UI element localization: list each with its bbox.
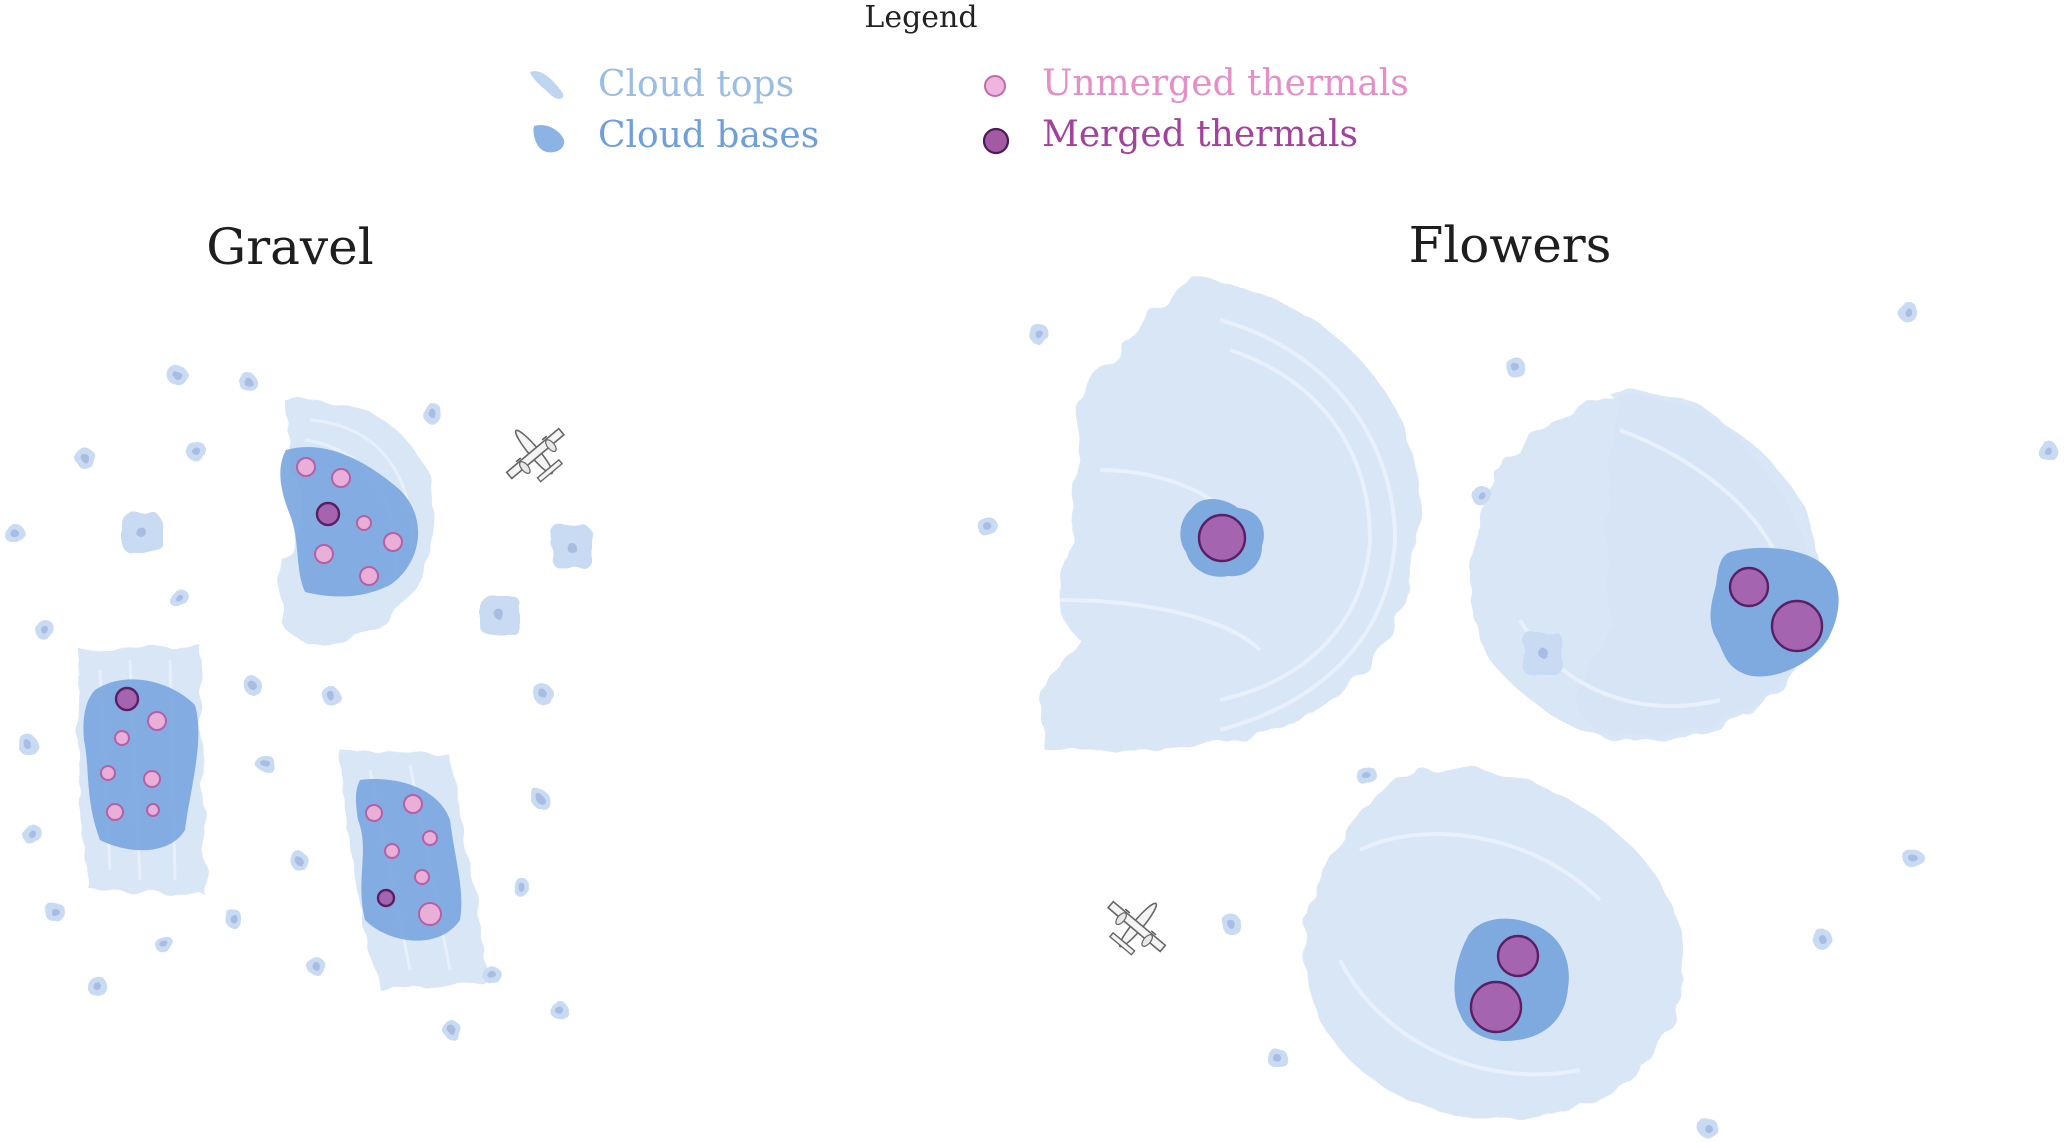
small-cloud (122, 513, 162, 553)
unmerged-thermal (414, 869, 430, 885)
gravel-small-clouds (4, 366, 592, 1040)
unmerged-thermal (147, 711, 167, 731)
gravel-panel (4, 366, 592, 1040)
small-cloud (1813, 930, 1833, 950)
unmerged-thermal (422, 830, 438, 846)
small-cloud (1356, 765, 1376, 785)
unmerged-thermal (331, 468, 351, 488)
unmerged-thermal (383, 532, 403, 552)
small-cloud (4, 523, 24, 543)
small-cloud (1697, 1117, 1717, 1137)
small-cloud (21, 823, 41, 843)
gravel-merged-thermals (114, 501, 396, 908)
small-cloud (1523, 632, 1563, 676)
unmerged-thermal (418, 902, 442, 926)
cloud-base (83, 679, 199, 851)
small-cloud (244, 677, 262, 695)
unmerged-thermal (314, 544, 334, 564)
small-cloud (531, 790, 549, 808)
merged-thermal (114, 686, 140, 712)
merged-thermal (1469, 980, 1523, 1034)
legend-label-cloud-tops: Cloud tops (598, 64, 794, 105)
small-cloud (256, 754, 274, 772)
small-cloud (186, 441, 206, 461)
gravel-unmerged-thermals (100, 457, 442, 926)
small-cloud (1472, 486, 1492, 506)
small-cloud (422, 403, 442, 423)
unmerged-thermal (356, 515, 372, 531)
small-cloud (533, 684, 553, 704)
small-cloud (1897, 301, 1917, 321)
merged-thermal (1728, 566, 1770, 608)
small-cloud (307, 957, 325, 975)
small-cloud (483, 966, 501, 984)
legend-label-unmerged-thermals: Unmerged thermals (1042, 63, 1409, 104)
small-cloud (290, 852, 308, 870)
small-cloud (224, 909, 242, 927)
legend-title: Legend (864, 0, 977, 35)
legend: Legend Cloud tops Cloud bases Unmerged t… (530, 0, 1409, 156)
airplane-icon (489, 407, 579, 497)
unmerged-thermal (384, 843, 400, 859)
unmerged-thermal (143, 770, 161, 788)
unmerged-thermal (365, 804, 383, 822)
small-cloud (550, 1001, 568, 1019)
cloud-base-legend-icon (533, 124, 565, 153)
unmerged-thermal-legend-icon (984, 75, 1006, 97)
flowers-panel (978, 278, 2058, 1137)
gravel-panel-title: Gravel (206, 218, 373, 276)
flowers-panel-title: Flowers (1409, 216, 1612, 274)
small-cloud (512, 878, 530, 896)
cloud-base (1710, 547, 1839, 677)
small-cloud (239, 373, 257, 391)
small-cloud (323, 688, 341, 706)
cloud-top-legend-icon (530, 71, 564, 99)
merged-thermal-legend-icon (982, 127, 1010, 155)
legend-label-merged-thermals: Merged thermals (1042, 114, 1358, 155)
small-cloud (168, 366, 188, 386)
small-cloud (75, 448, 95, 468)
merged-thermal (376, 888, 396, 908)
small-cloud (552, 525, 592, 569)
flowers-merged-thermals (1197, 513, 1824, 1034)
small-cloud (35, 620, 55, 640)
small-cloud (156, 936, 174, 954)
small-cloud (978, 517, 998, 537)
small-cloud (1267, 1048, 1287, 1068)
small-cloud (87, 976, 107, 996)
unmerged-thermal (359, 566, 379, 586)
legend-label-cloud-bases: Cloud bases (598, 115, 819, 156)
unmerged-thermal (146, 803, 160, 817)
merged-thermal (1496, 934, 1540, 978)
unmerged-thermal (403, 794, 423, 814)
small-cloud (18, 735, 38, 755)
small-cloud (480, 595, 520, 635)
small-cloud (2038, 441, 2058, 461)
unmerged-thermal (106, 803, 124, 821)
merged-thermal (1770, 599, 1824, 653)
small-cloud (1221, 914, 1241, 934)
unmerged-thermal (114, 730, 130, 746)
unmerged-thermal (296, 457, 316, 477)
flowers-cloud-tops (1039, 278, 1822, 1120)
small-cloud (444, 1022, 462, 1040)
flowers-small-clouds (978, 301, 2058, 1137)
unmerged-thermal (100, 765, 116, 781)
flowers-cloud-top-streaks (1059, 318, 1792, 1077)
merged-thermal (1197, 513, 1247, 563)
small-cloud (1505, 357, 1525, 377)
cloud-base (280, 446, 419, 597)
merged-thermal (315, 501, 341, 527)
small-cloud (45, 902, 65, 922)
small-cloud (1904, 849, 1924, 869)
airplane-icon (1093, 880, 1183, 970)
small-cloud (169, 588, 189, 608)
small-cloud (1029, 324, 1049, 344)
